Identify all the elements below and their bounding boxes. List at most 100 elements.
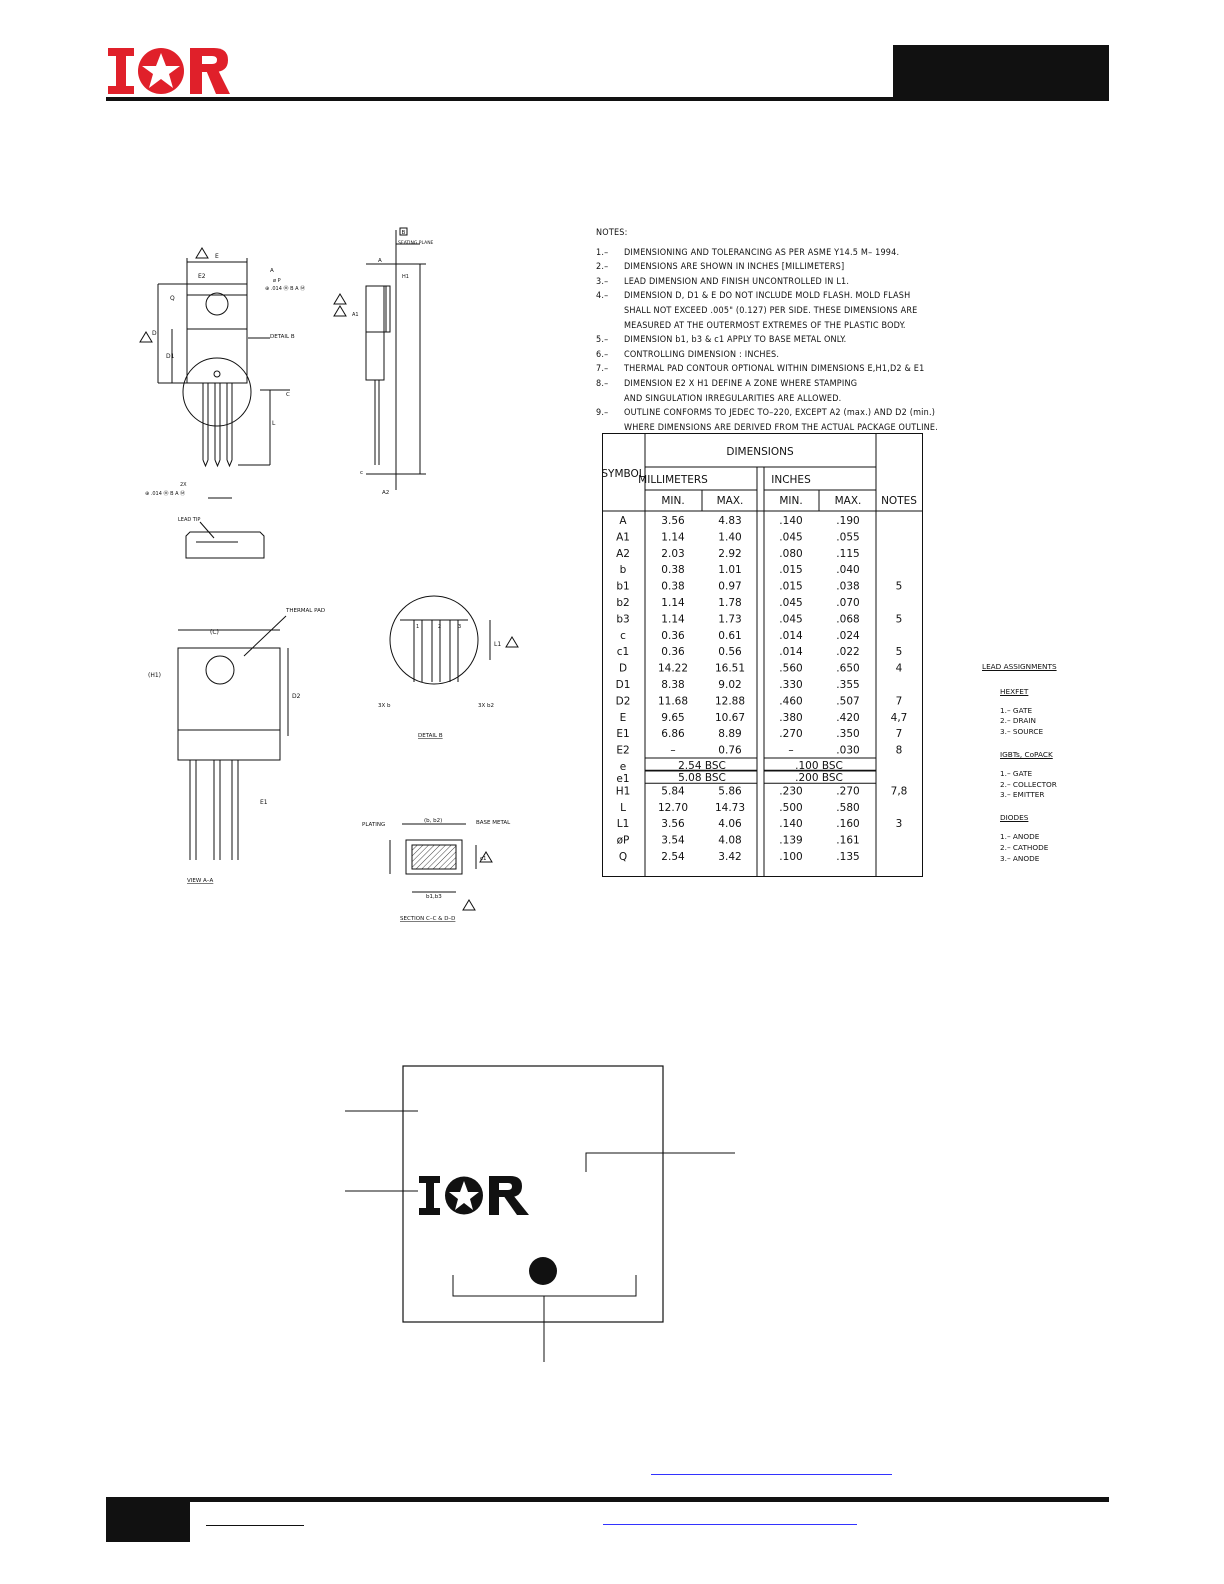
row-in-max: .420 <box>836 712 859 724</box>
row-symbol: e1 <box>616 773 629 785</box>
row-note: 4,7 <box>891 712 908 724</box>
row-in-max: .160 <box>836 818 859 830</box>
note-line: LEAD DIMENSION AND FINISH UNCONTROLLED I… <box>624 276 850 287</box>
row-mm-min: 14.22 <box>658 663 688 675</box>
view-aa-body <box>177 729 281 761</box>
note-line: DIMENSIONS ARE SHOWN IN INCHES [MILLIMET… <box>624 262 845 273</box>
row-mm-max: 1.40 <box>718 531 741 543</box>
row-mm-max: 4.08 <box>718 835 741 847</box>
note-item: 6.–CONTROLLING DIMENSION : INCHES. <box>596 348 956 363</box>
row-symbol: A1 <box>616 531 630 543</box>
dim-d-label: D <box>152 330 157 337</box>
row-symbol: E <box>620 712 627 724</box>
note-item: 4.–DIMENSION D, D1 & E DO NOT INCLUDE MO… <box>596 289 956 333</box>
row-mm-max: 1.78 <box>718 597 741 609</box>
row-in-min: .014 <box>779 630 803 642</box>
row-symbol: c <box>620 630 626 642</box>
lead-assignment-item: 1.– ANODE <box>1000 831 1040 841</box>
row-in-min: – <box>788 745 793 757</box>
side-body <box>365 331 385 381</box>
row-symbol: D <box>619 663 627 675</box>
row-in-max: .055 <box>836 531 859 543</box>
detail-b-circle <box>182 357 252 427</box>
row-mm-max: 3.42 <box>718 851 741 863</box>
note-line: WHERE DIMENSIONS ARE DERIVED FROM THE AC… <box>624 422 939 433</box>
row-mm-max: 10.67 <box>715 712 745 724</box>
row-in-min: .045 <box>779 597 802 609</box>
row-in-max: .038 <box>836 581 859 593</box>
row-mm-min: 9.65 <box>661 712 684 724</box>
dim-a-label: A <box>378 258 382 264</box>
view-a-a: (C) (H1) D2 E1 THERMAL PAD VIEW A–A <box>148 608 325 884</box>
header-block <box>893 45 1109 101</box>
footer-link-underline[interactable] <box>603 1524 857 1525</box>
dim-e1-label: E1 <box>260 799 268 806</box>
row-in-max: .507 <box>836 695 859 707</box>
row-in-min: .500 <box>779 802 802 814</box>
tolerance-frame-1: ⊕ .014 Ⓜ B A Ⓜ <box>265 285 305 292</box>
row-mm-max: 9.02 <box>718 679 741 691</box>
row-note: 5 <box>896 581 903 593</box>
phi-p-label: ø P <box>273 278 281 284</box>
row-note: 7 <box>896 728 903 740</box>
row-in-min: .270 <box>779 728 802 740</box>
row-mm-min: 0.36 <box>661 630 685 642</box>
row-mm-max: 0.97 <box>718 581 741 593</box>
base-metal-hatch <box>411 844 457 870</box>
lead-tip-label: LEAD TIP <box>178 517 200 523</box>
pin-2: 2 <box>438 624 441 630</box>
dim-h1-paren: (H1) <box>148 672 161 679</box>
row-in-min: .014 <box>779 646 803 658</box>
row-in-max: .024 <box>836 630 860 642</box>
row-mm-min: 0.38 <box>661 564 684 576</box>
row-in-max: .270 <box>836 785 859 797</box>
section-outline <box>405 839 463 875</box>
header-rule <box>106 97 1109 101</box>
row-in-max: .650 <box>836 663 859 675</box>
dim-c-paren: (C) <box>210 629 219 636</box>
view-aa-tab <box>177 647 281 731</box>
note-line: THERMAL PAD CONTOUR OPTIONAL WITHIN DIME… <box>624 364 925 375</box>
in-max-header: MAX. <box>835 495 862 507</box>
row-symbol: L1 <box>617 818 630 830</box>
note-number: 2.– <box>596 262 609 273</box>
row-in-min: .560 <box>779 663 802 675</box>
datum-b: B <box>402 230 406 236</box>
notes-header: NOTES <box>881 495 917 507</box>
part-marking-diagram <box>345 1065 735 1362</box>
row-mm-min: 1.14 <box>661 597 685 609</box>
row-mm-min: 3.56 <box>661 818 685 830</box>
row-mm-min: 5.84 <box>661 785 685 797</box>
mounting-hole <box>205 292 229 316</box>
lead-assignments-title: LEAD ASSIGNMENTS <box>982 662 1057 671</box>
front-tab <box>186 283 248 330</box>
notes-title: NOTES: <box>596 228 628 238</box>
marking-package-outline <box>402 1065 664 1323</box>
dim-d1-label: D1 <box>166 353 175 360</box>
note-number: 5.– <box>596 335 609 346</box>
note-line: DIMENSION D, D1 & E DO NOT INCLUDE MOLD … <box>624 291 911 302</box>
note-item: 1.– DIMENSIONING AND TOLERANCING AS PER A… <box>596 246 956 261</box>
section-view: PLATING (b, b2) BASE METAL b1,b3 c1 SECT… <box>362 818 511 922</box>
row-symbol: b2 <box>616 597 629 609</box>
mm-min-header: MIN. <box>661 495 684 507</box>
link-underline-upper[interactable] <box>651 1474 892 1475</box>
row-symbol: D2 <box>616 695 631 707</box>
row-note: 4 <box>896 663 903 675</box>
row-in-bsc: .100 BSC <box>795 760 843 772</box>
row-symbol: L <box>620 802 626 814</box>
note-line: CONTROLLING DIMENSION : INCHES. <box>624 349 780 360</box>
note-item: 2.– DIMENSIONS ARE SHOWN IN INCHES [MILLI… <box>596 260 956 275</box>
note-number: 1.– <box>596 247 609 258</box>
row-symbol: b <box>620 564 627 576</box>
bb2-label: (b, b2) <box>424 818 442 824</box>
dim-e-label: E <box>215 253 219 260</box>
lead-assignment-item: 3.– EMITTER <box>1000 790 1045 800</box>
note-number: 9.– <box>596 408 609 419</box>
lead-tip-view: LEAD TIP <box>178 517 265 559</box>
lead-assignment-item: 3.– SOURCE <box>1000 727 1044 737</box>
mm-max-header: MAX. <box>717 495 744 507</box>
row-mm-min: 1.14 <box>661 531 685 543</box>
footer-rule <box>106 1497 1109 1502</box>
note-line: DIMENSIONING AND TOLERANCING AS PER ASME… <box>624 247 900 258</box>
